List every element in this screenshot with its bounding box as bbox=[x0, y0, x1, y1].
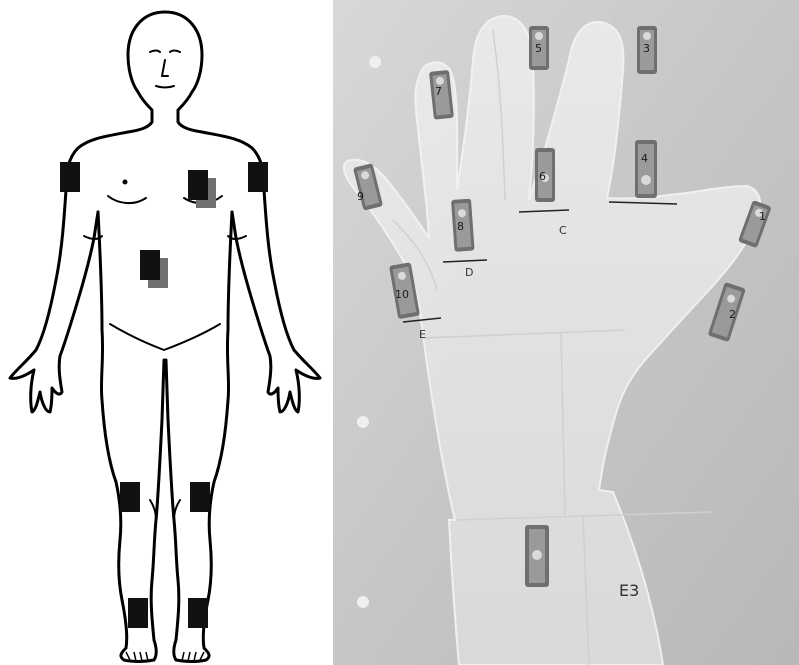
sensor-number: 4 bbox=[641, 152, 648, 165]
sensor-number: 1 bbox=[759, 210, 766, 223]
dosimeter bbox=[635, 140, 657, 198]
sensor-number: 9 bbox=[357, 190, 364, 203]
feet-detail bbox=[126, 652, 204, 661]
finger-label-c: C bbox=[559, 224, 567, 237]
sensor-left-knee bbox=[190, 482, 210, 512]
body-outline bbox=[10, 12, 320, 662]
glove-photo: 9 7 5 3 8 6 4 10 2 1 E D C E3 bbox=[333, 0, 799, 665]
finger-label-d: D bbox=[465, 266, 473, 279]
sheet-label: E3 bbox=[619, 581, 639, 600]
sensor-number: 5 bbox=[535, 42, 542, 55]
sensor-chest bbox=[188, 170, 208, 200]
sensor-number: 7 bbox=[435, 85, 442, 98]
binder-hole bbox=[357, 596, 369, 608]
sensor-number: 10 bbox=[395, 288, 409, 301]
sensor-left-ankle bbox=[188, 598, 208, 628]
sensor-number: 6 bbox=[539, 170, 546, 183]
sensor-left-upper-arm bbox=[248, 162, 268, 192]
sensor-right-ankle bbox=[128, 598, 148, 628]
sensor-right-knee bbox=[120, 482, 140, 512]
sensor-right-upper-arm bbox=[60, 162, 80, 192]
dosimeter bbox=[525, 525, 549, 587]
sensor-abdomen bbox=[140, 250, 160, 280]
binder-hole bbox=[357, 416, 369, 428]
binder-hole bbox=[369, 56, 381, 68]
nipple-mark bbox=[123, 180, 128, 185]
sensor-number: 2 bbox=[729, 308, 736, 321]
sensor-number: 8 bbox=[457, 220, 464, 233]
body-diagram-panel bbox=[0, 0, 330, 665]
glove-photo-panel: 9 7 5 3 8 6 4 10 2 1 E D C E3 bbox=[333, 0, 799, 665]
sensor-number: 3 bbox=[643, 42, 650, 55]
body-diagram bbox=[0, 0, 330, 665]
finger-label-e: E bbox=[419, 328, 426, 341]
